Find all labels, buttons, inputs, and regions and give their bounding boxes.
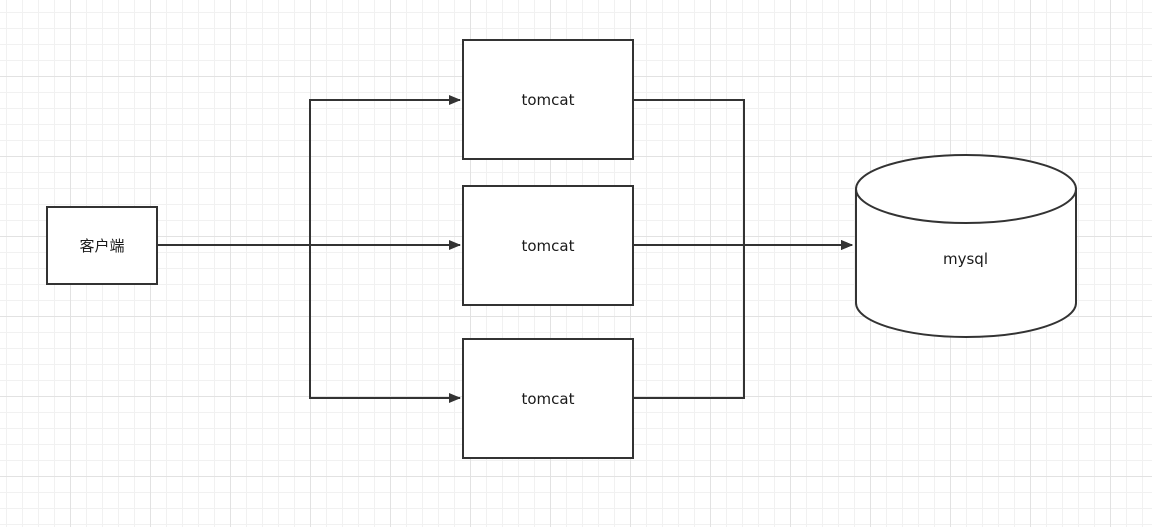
client-node[interactable]: 客户端 bbox=[46, 206, 158, 285]
tomcat-node-1[interactable]: tomcat bbox=[462, 39, 634, 160]
tomcat-label-3: tomcat bbox=[521, 389, 575, 408]
mysql-label: mysql bbox=[943, 250, 988, 268]
edge-client-to-tomcat-3 bbox=[158, 244, 461, 403]
tomcat-label-2: tomcat bbox=[521, 236, 575, 255]
mysql-database-cylinder[interactable] bbox=[855, 154, 1077, 338]
cylinder-top bbox=[855, 154, 1077, 224]
tomcat-label-1: tomcat bbox=[521, 90, 575, 109]
edge-client-to-tomcat-1 bbox=[158, 95, 461, 246]
cylinder-body bbox=[855, 189, 1077, 338]
edge-tomcat-1-to-mysql bbox=[634, 99, 853, 250]
client-label: 客户端 bbox=[79, 237, 125, 255]
tomcat-node-3[interactable]: tomcat bbox=[462, 338, 634, 459]
tomcat-node-2[interactable]: tomcat bbox=[462, 185, 634, 306]
edge-tomcat-3-to-mysql bbox=[634, 240, 853, 399]
